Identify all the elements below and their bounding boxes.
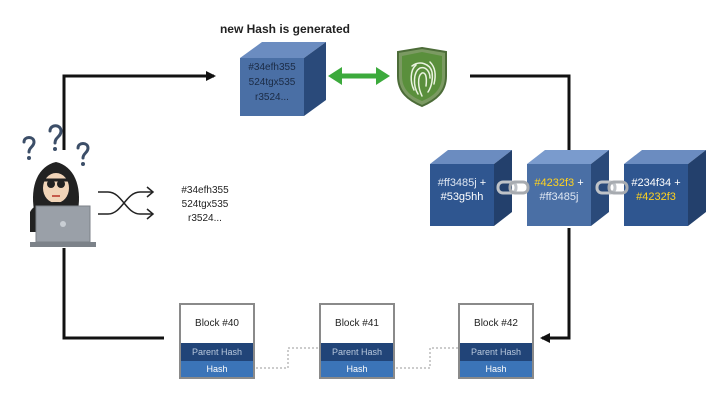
chain-cube-1-parent-hash: #53g5hh — [440, 191, 484, 203]
block-41-parent-hash: Parent Hash — [321, 343, 393, 361]
shuffled-hash-line-3: r3524... — [188, 213, 222, 224]
fingerprint-shield-icon — [397, 46, 447, 108]
new-hash-cube — [240, 42, 326, 116]
block-42-parent-hash: Parent Hash — [460, 343, 532, 361]
block-40: Block #40 Parent Hash Hash — [179, 303, 255, 379]
new-hash-title: new Hash is generated — [219, 22, 351, 36]
block-41-hash: Hash — [321, 361, 393, 377]
flow-arrow-to-block-42 — [540, 228, 571, 343]
block-41: Block #41 Parent Hash Hash — [319, 303, 395, 379]
block-42: Block #42 Parent Hash Hash — [458, 303, 534, 379]
block-41-title: Block #41 — [321, 305, 393, 343]
shuffle-icon — [98, 186, 155, 220]
block-42-title: Block #42 — [460, 305, 532, 343]
flow-line-shield-to-chain — [470, 74, 571, 150]
new-hash-line-2: 524tgx535 — [248, 77, 296, 88]
block-42-hash: Hash — [460, 361, 532, 377]
question-mark-dots — [27, 147, 85, 166]
chain-link-icon — [496, 180, 530, 195]
shuffled-hash-text: #34efh355 524tgx535 r3524... — [160, 184, 250, 226]
new-hash-line-3: r3524... — [255, 92, 289, 103]
laptop-icon — [30, 205, 96, 247]
chain-cube-3-parent-hash: #4232f3 — [636, 191, 676, 203]
chain-link-icon-2 — [595, 180, 629, 195]
block-connector-41-42 — [396, 347, 458, 369]
chain-cube-2-hash: #4232f3 — [534, 177, 575, 189]
shuffled-hash-line-2: 524tgx535 — [181, 199, 229, 210]
chain-cube-1-label: #ff3485j + #53g5hh — [430, 176, 494, 204]
chain-cube-2 — [527, 150, 609, 226]
block-40-parent-hash: Parent Hash — [181, 343, 253, 361]
chain-cube-1-hash: #ff3485j — [437, 177, 477, 189]
shuffled-hash-line-1: #34efh355 — [181, 185, 229, 196]
chain-cube-2-parent-hash: #ff3485j — [539, 191, 579, 203]
double-arrow-icon — [328, 67, 390, 85]
block-40-hash: Hash — [181, 361, 253, 377]
chain-cube-1-plus: + — [476, 177, 487, 189]
flow-line-hacker-to-block-40 — [62, 248, 164, 340]
flow-arrow-to-new-hash — [62, 71, 216, 150]
block-connector-40-41 — [256, 347, 318, 369]
new-hash-line-1: #34efh355 — [248, 62, 296, 73]
block-40-title: Block #40 — [181, 305, 253, 343]
question-mark-icon — [22, 124, 90, 160]
chain-cube-3-hash: #234f34 — [631, 177, 672, 189]
chain-cube-2-plus: + — [574, 177, 584, 189]
chain-cube-3 — [624, 150, 706, 226]
chain-cube-3-label: #234f34 + #4232f3 — [624, 176, 688, 204]
chain-cube-2-label: #4232f3 + #ff3485j — [527, 176, 591, 204]
new-hash-cube-label: #34efh355 524tgx535 r3524... — [240, 60, 304, 105]
chain-cube-3-plus: + — [671, 177, 681, 189]
chain-cube-1 — [430, 150, 512, 226]
